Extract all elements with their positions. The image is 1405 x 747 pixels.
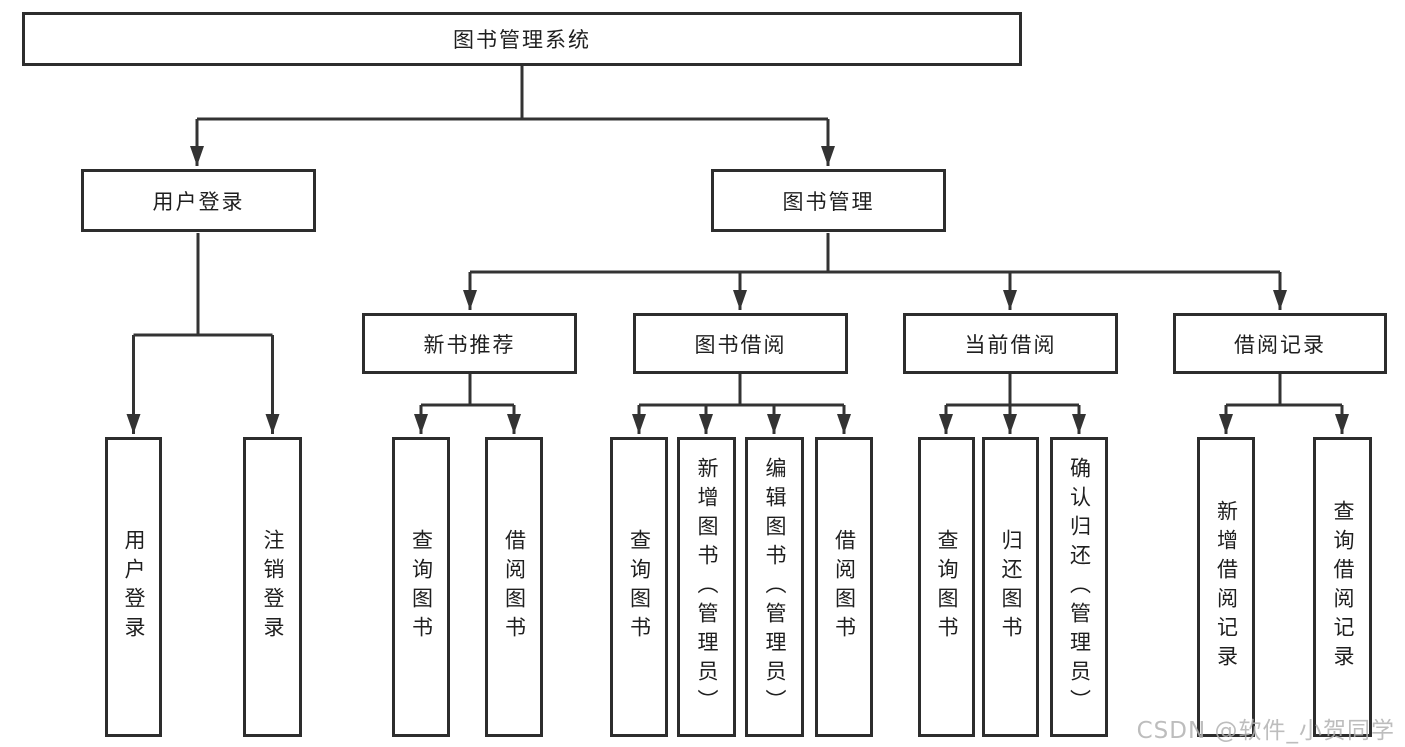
watermark: CSDN @软件_小贺同学 [1136, 718, 1395, 744]
node-book-management: 图书管理 [711, 169, 946, 232]
node-new-book-recommendation: 新书推荐 [362, 313, 577, 374]
leaf-label: 查询借阅记录 [1331, 500, 1355, 674]
leaf-label: 用户登录 [122, 529, 146, 645]
node-library-management-system: 图书管理系统 [22, 12, 1022, 66]
leaf-query-books-recommend: 查询图书 [392, 437, 450, 737]
node-book-borrowing: 图书借阅 [633, 313, 848, 374]
node-borrowing-records: 借阅记录 [1173, 313, 1387, 374]
leaf-query-borrow-record: 查询借阅记录 [1313, 437, 1372, 737]
leaf-label: 查询图书 [627, 529, 652, 645]
node-label: 图书管理系统 [453, 28, 591, 52]
leaf-label: 归还图书 [999, 529, 1023, 645]
node-label: 图书借阅 [694, 332, 787, 357]
leaf-confirm-return-admin: 确认归还（管理员） [1050, 437, 1108, 737]
node-label: 图书管理 [782, 189, 875, 214]
leaf-query-books-borrowing: 查询图书 [610, 437, 668, 737]
leaf-label: 新增借阅记录 [1214, 500, 1239, 674]
leaf-edit-book-admin: 编辑图书（管理员） [745, 437, 804, 737]
leaf-query-books-current: 查询图书 [918, 437, 975, 737]
leaf-user-login: 用户登录 [105, 437, 162, 737]
node-user-login: 用户登录 [81, 169, 316, 232]
leaf-label: 查询图书 [409, 529, 434, 645]
node-label: 当前借阅 [964, 332, 1057, 357]
leaf-borrow-books-borrowing: 借阅图书 [815, 437, 873, 737]
leaf-add-book-admin: 新增图书（管理员） [677, 437, 736, 737]
node-label: 借阅记录 [1234, 332, 1326, 357]
leaf-label: 注销登录 [261, 529, 285, 645]
leaf-label: 编辑图书（管理员） [763, 456, 787, 718]
leaf-borrow-books-recommend: 借阅图书 [485, 437, 543, 737]
leaf-label: 借阅图书 [502, 529, 527, 645]
leaf-label: 新增图书（管理员） [695, 456, 719, 718]
node-current-borrowing: 当前借阅 [903, 313, 1118, 374]
leaf-label: 查询图书 [935, 529, 959, 645]
node-label: 新书推荐 [423, 332, 516, 357]
leaf-label: 确认归还（管理员） [1067, 456, 1092, 718]
leaf-return-books: 归还图书 [982, 437, 1039, 737]
leaf-add-borrow-record: 新增借阅记录 [1197, 437, 1255, 737]
node-label: 用户登录 [152, 189, 245, 214]
leaf-label: 借阅图书 [832, 529, 857, 645]
leaf-logout-login: 注销登录 [243, 437, 302, 737]
